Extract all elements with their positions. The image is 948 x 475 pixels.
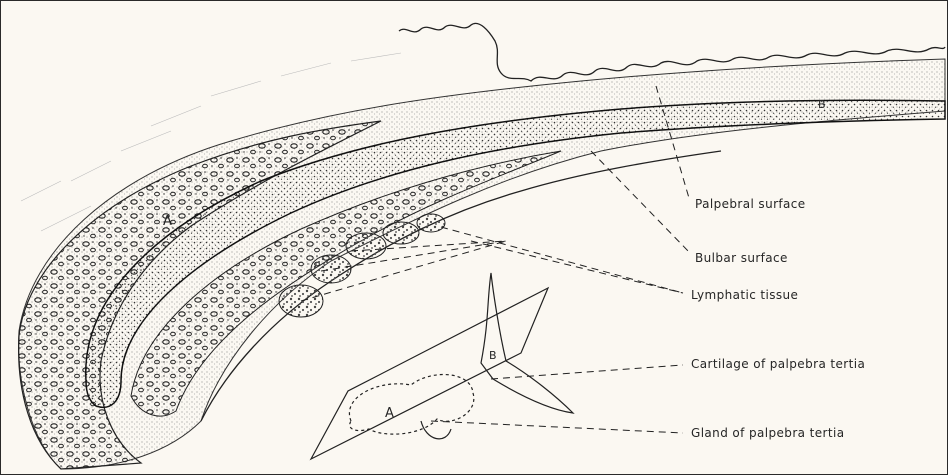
label-lymphatic-tissue: Lymphatic tissue (691, 288, 798, 302)
letter-b-main: B (818, 98, 826, 111)
letter-a-inset: A (385, 406, 394, 421)
inset-sketch (311, 273, 573, 459)
label-bulbar-surface: Bulbar surface (695, 251, 788, 265)
letter-a-main: A (163, 214, 172, 229)
label-gland: Gland of palpebra tertia (691, 426, 844, 440)
label-palpebral-surface: Palpebral surface (695, 197, 806, 211)
letter-b-inset: B (489, 349, 497, 362)
label-cartilage: Cartilage of palpebra tertia (691, 357, 865, 371)
